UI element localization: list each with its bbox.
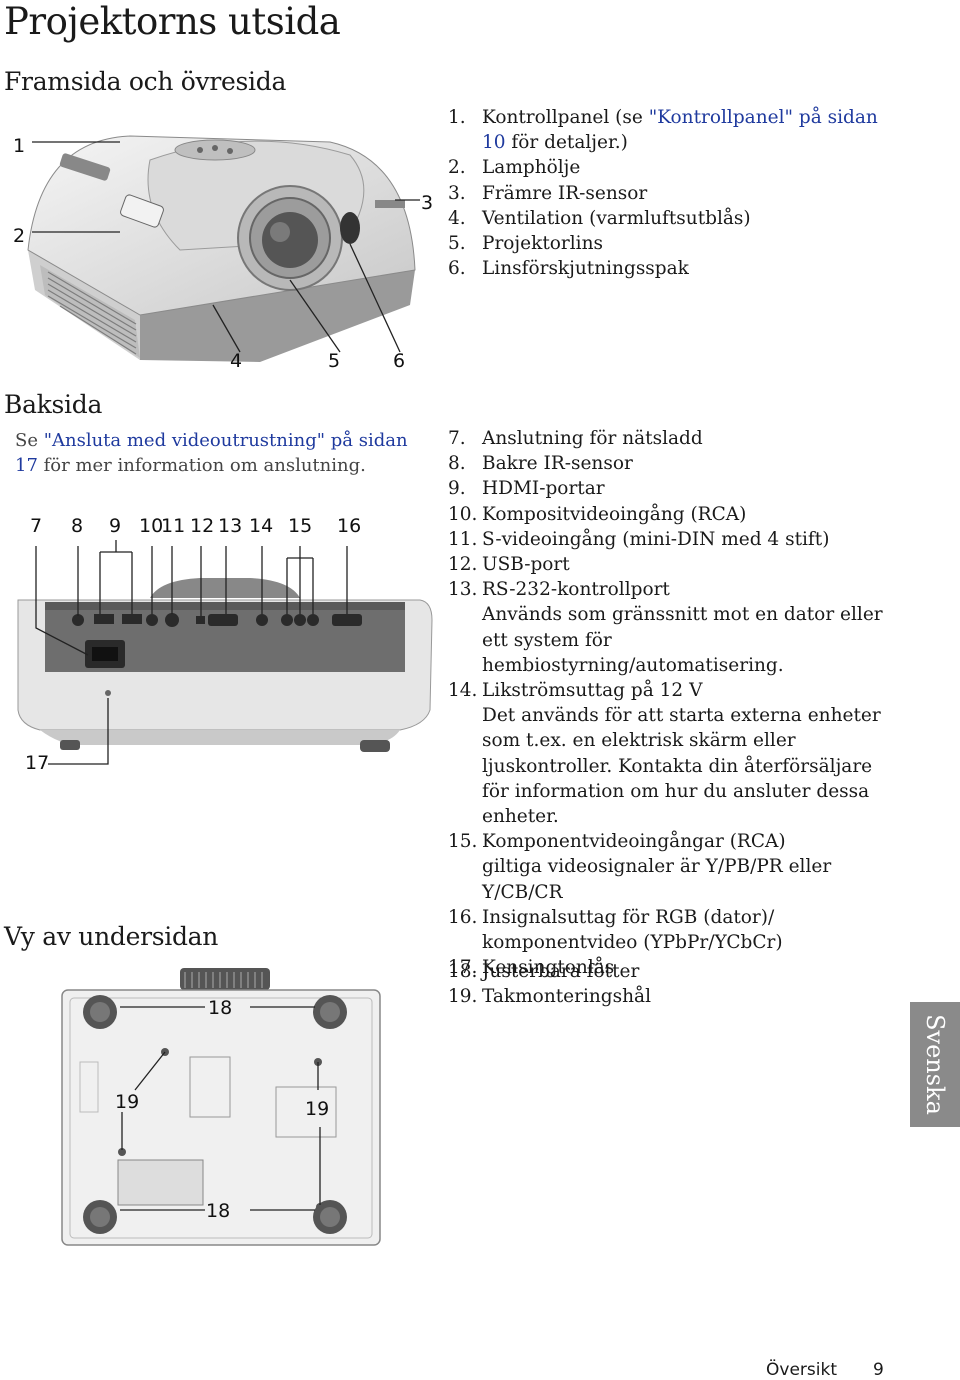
callout-14: 14	[249, 515, 274, 537]
callout-13: 13	[218, 515, 243, 537]
callout-19-right: 19	[305, 1098, 330, 1120]
list-item: 3.Främre IR-sensor	[448, 182, 648, 204]
callout-3: 3	[421, 192, 434, 214]
page-number: 9	[873, 1360, 884, 1380]
callout-1: 1	[13, 135, 26, 157]
callout-15: 15	[288, 515, 313, 537]
callout-5: 5	[328, 350, 341, 372]
list-item: 17.Kensingtonlås	[448, 957, 615, 979]
list-item: 15.Komponentvideoingångar (RCA)giltiga v…	[448, 831, 832, 903]
callout-9: 9	[109, 515, 122, 537]
back-parts-list: 7.Anslutning för nätsladd 8.Bakre IR-sen…	[448, 426, 888, 980]
item-description: Används som gränssnitt mot en dator elle…	[482, 604, 883, 676]
callout-16: 16	[337, 515, 362, 537]
front-heading: Framsida och övresida	[4, 67, 287, 96]
page-title: Projektorns utsida	[4, 0, 341, 43]
language-tab: Svenska	[910, 1002, 960, 1127]
callout-18-bottom: 18	[206, 1200, 231, 1222]
callout-12: 12	[190, 515, 215, 537]
bottom-heading: Vy av undersidan	[4, 922, 219, 951]
language-tab-label: Svenska	[921, 1014, 949, 1115]
list-item: 18.Justerbara fötter	[448, 961, 640, 982]
list-item: 9.HDMI-portar	[448, 478, 605, 500]
list-item: 1.Kontrollpanel (se "Kontrollpanel" på s…	[448, 107, 878, 154]
control-panel-link[interactable]: "Kontrollpanel" på sidan 10	[482, 107, 878, 154]
list-item: 16.Insignalsuttag för RGB (dator)/ kompo…	[448, 906, 783, 954]
front-parts-list: 1.Kontrollpanel (se "Kontrollpanel" på s…	[448, 105, 888, 281]
list-item: 4.Ventilation (varmluftsutblås)	[448, 207, 751, 229]
item-description: Det används för att starta externa enhet…	[482, 705, 881, 828]
back-note: Se "Ansluta med videoutrustning" på sida…	[15, 430, 408, 476]
list-item: 10.Kompositvideoingång (RCA)	[448, 503, 747, 525]
callout-10: 10	[139, 515, 164, 537]
list-item: 19.Takmonteringshål	[448, 986, 651, 1008]
projector-front-illustration	[27, 135, 420, 362]
item-description: giltiga videosignaler är Y/PB/PR eller Y…	[482, 856, 832, 903]
list-item: 11.S-videoingång (mini-DIN med 4 stift)	[448, 528, 830, 550]
list-item: 2.Lamphölje	[448, 157, 581, 179]
projector-back-illustration	[17, 540, 433, 765]
video-connection-link[interactable]: "Ansluta med videoutrustning" på sidan 1…	[15, 430, 408, 476]
callout-17: 17	[25, 752, 50, 774]
callout-7: 7	[30, 515, 43, 537]
callout-4: 4	[230, 350, 243, 372]
list-item: 8.Bakre IR-sensor	[448, 453, 633, 475]
bottom-parts-list: 18.Justerbara fötter 19.Takmonteringshål	[448, 959, 888, 1009]
callout-19-left: 19	[115, 1091, 140, 1113]
projector-bottom-illustration	[61, 968, 381, 1246]
callout-11: 11	[161, 515, 186, 537]
callout-8: 8	[71, 515, 84, 537]
list-item: 5.Projektorlins	[448, 233, 603, 255]
back-heading: Baksida	[4, 390, 103, 419]
callout-18-top: 18	[208, 997, 233, 1019]
callout-6: 6	[393, 350, 406, 372]
list-item: 7.Anslutning för nätsladd	[448, 428, 703, 449]
footer-section: Översikt	[766, 1360, 837, 1380]
callout-2: 2	[13, 225, 26, 247]
list-item: 12.USB-port	[448, 554, 570, 576]
list-item: 6.Linsförskjutningsspak	[448, 258, 689, 280]
